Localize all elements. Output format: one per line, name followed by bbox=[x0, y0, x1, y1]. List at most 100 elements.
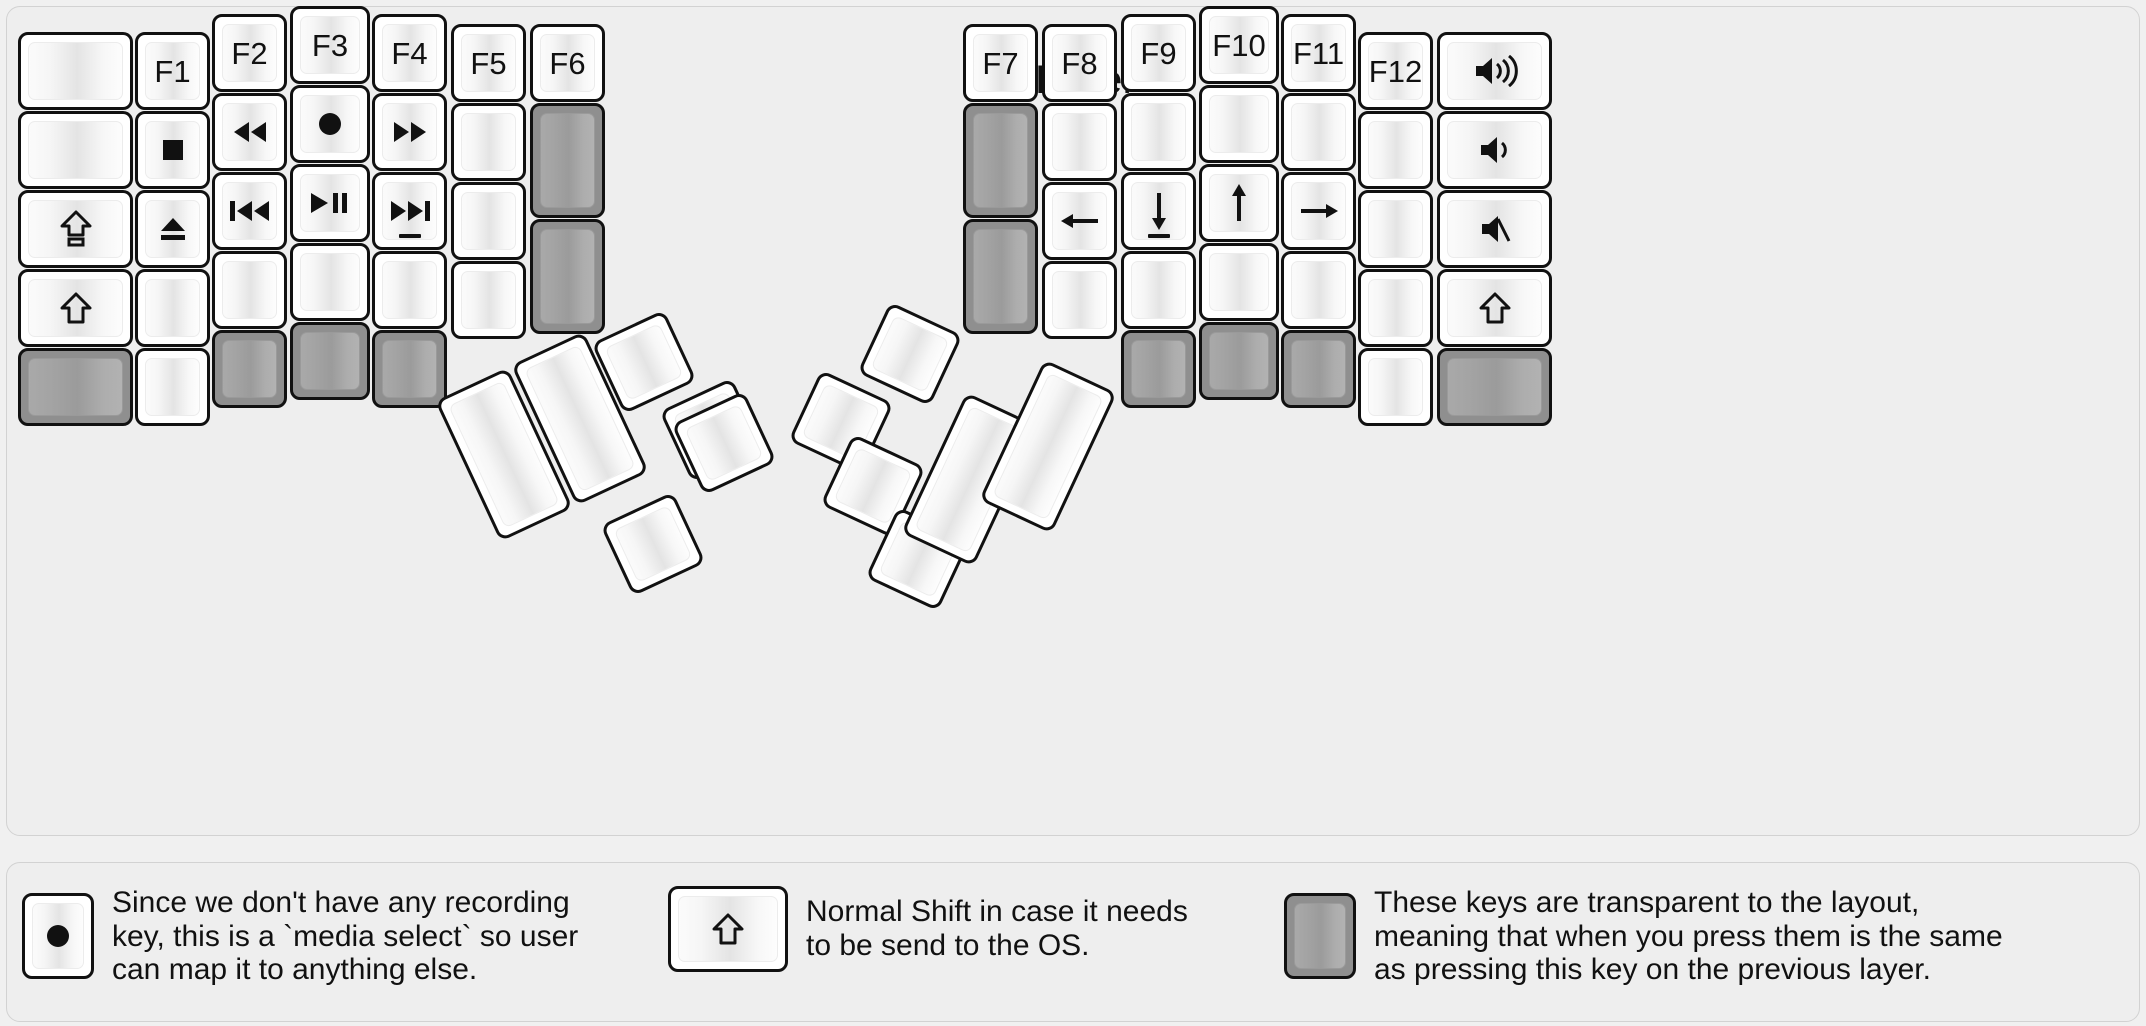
right-col-pinky-outer-key-volume-mute-2[interactable] bbox=[1437, 190, 1552, 268]
left-col-middle-key-media-play-pause-2[interactable] bbox=[290, 164, 370, 242]
left-col-ring-key-media-prev-track-2[interactable] bbox=[212, 172, 287, 250]
keycap bbox=[145, 121, 200, 179]
legend-key-1 bbox=[22, 893, 94, 980]
left-col-inner-key-blank-1[interactable] bbox=[530, 103, 605, 218]
right-col-ring-key-f11-0[interactable]: F11 bbox=[1281, 14, 1356, 92]
legend-text-1: Since we don't have any recording key, t… bbox=[112, 886, 579, 987]
legend-panel bbox=[6, 862, 2140, 1022]
left-col-pinky-key-f1-0[interactable]: F1 bbox=[135, 32, 210, 110]
left-col-index-key-media-next-track-2[interactable] bbox=[372, 172, 447, 250]
right-col-pinky-key-blank-2[interactable] bbox=[1358, 190, 1433, 268]
right-col-middle-key-blank-3[interactable] bbox=[1199, 243, 1279, 321]
keycap bbox=[1131, 261, 1186, 319]
keycap bbox=[222, 182, 277, 240]
record-icon bbox=[43, 921, 73, 951]
media-rewind-icon bbox=[230, 119, 270, 145]
left-col-middle-key-record-1[interactable] bbox=[290, 85, 370, 163]
right-col-pinky-key-blank-4[interactable] bbox=[1358, 348, 1433, 426]
left-col-inner-key-blank-2[interactable] bbox=[530, 219, 605, 334]
left-col-inner-key-f6-0[interactable]: F6 bbox=[530, 24, 605, 102]
left-col-pinky-key-media-stop-1[interactable] bbox=[135, 111, 210, 189]
right-col-middle-key-blank-1[interactable] bbox=[1199, 85, 1279, 163]
right-col-inner-key-blank-1[interactable] bbox=[963, 103, 1038, 218]
left-col-pinky-outer-key-blank-4[interactable] bbox=[18, 348, 133, 426]
arrow-right-icon bbox=[1298, 198, 1340, 224]
left-col-ring-key-f2-0[interactable]: F2 bbox=[212, 14, 287, 92]
left-col-index-inner-key-blank-1[interactable] bbox=[451, 103, 526, 181]
left-col-middle-key-blank-4[interactable] bbox=[290, 322, 370, 400]
keycap: F12 bbox=[1368, 42, 1423, 100]
left-col-pinky-outer-key-caps-lock-2[interactable] bbox=[18, 190, 133, 268]
right-col-index-key-arrow-down-2[interactable] bbox=[1121, 172, 1196, 250]
keycap bbox=[1368, 200, 1423, 258]
right-col-index-inner-key-blank-3[interactable] bbox=[1042, 261, 1117, 339]
keycap bbox=[678, 896, 778, 962]
keycap bbox=[973, 229, 1028, 324]
right-col-index-key-f9-0[interactable]: F9 bbox=[1121, 14, 1196, 92]
left-col-middle-key-blank-3[interactable] bbox=[290, 243, 370, 321]
keycap bbox=[1052, 271, 1107, 329]
left-col-index-key-blank-3[interactable] bbox=[372, 251, 447, 329]
right-col-inner-key-blank-2[interactable] bbox=[963, 219, 1038, 334]
key-label: F10 bbox=[1212, 27, 1266, 63]
right-col-ring-key-blank-4[interactable] bbox=[1281, 330, 1356, 408]
left-col-pinky-outer-key-blank-0[interactable] bbox=[18, 32, 133, 110]
keycap bbox=[32, 903, 84, 970]
right-col-index-key-blank-1[interactable] bbox=[1121, 93, 1196, 171]
left-col-index-inner-key-f5-0[interactable]: F5 bbox=[451, 24, 526, 102]
left-col-index-key-f4-0[interactable]: F4 bbox=[372, 14, 447, 92]
left-col-pinky-outer-key-blank-1[interactable] bbox=[18, 111, 133, 189]
key-label: F8 bbox=[1061, 45, 1098, 81]
right-col-index-key-blank-4[interactable] bbox=[1121, 330, 1196, 408]
keycap bbox=[1209, 95, 1269, 153]
keycap bbox=[382, 182, 437, 240]
right-col-index-inner-key-blank-1[interactable] bbox=[1042, 103, 1117, 181]
right-col-pinky-key-blank-1[interactable] bbox=[1358, 111, 1433, 189]
key-label: F9 bbox=[1140, 35, 1177, 71]
left-col-ring-key-media-rewind-1[interactable] bbox=[212, 93, 287, 171]
right-col-inner-key-f7-0[interactable]: F7 bbox=[963, 24, 1038, 102]
keycap bbox=[1447, 358, 1542, 416]
keycap bbox=[300, 332, 360, 390]
left-col-index-key-blank-4[interactable] bbox=[372, 330, 447, 408]
left-col-pinky-key-blank-4[interactable] bbox=[135, 348, 210, 426]
right-col-pinky-outer-key-blank-4[interactable] bbox=[1437, 348, 1552, 426]
arrow-left-icon bbox=[1059, 208, 1101, 234]
keycap bbox=[145, 200, 200, 258]
right-col-index-key-blank-3[interactable] bbox=[1121, 251, 1196, 329]
right-col-ring-key-blank-1[interactable] bbox=[1281, 93, 1356, 171]
homing-bar bbox=[1147, 234, 1170, 238]
left-col-pinky-outer-key-shift-3[interactable] bbox=[18, 269, 133, 347]
left-col-ring-key-blank-3[interactable] bbox=[212, 251, 287, 329]
media-eject-icon bbox=[156, 214, 190, 244]
left-col-index-inner-key-blank-2[interactable] bbox=[451, 182, 526, 260]
right-col-index-inner-key-arrow-left-2[interactable] bbox=[1042, 182, 1117, 260]
arrow-up-icon bbox=[1226, 182, 1252, 224]
left-col-pinky-key-blank-3[interactable] bbox=[135, 269, 210, 347]
keycap bbox=[300, 253, 360, 311]
right-col-middle-key-blank-4[interactable] bbox=[1199, 322, 1279, 400]
left-col-middle-key-f3-0[interactable]: F3 bbox=[290, 6, 370, 84]
left-col-index-inner-key-blank-3[interactable] bbox=[451, 261, 526, 339]
legend-key-2 bbox=[668, 886, 788, 972]
right-col-ring-key-blank-3[interactable] bbox=[1281, 251, 1356, 329]
left-col-pinky-key-media-eject-2[interactable] bbox=[135, 190, 210, 268]
right-col-index-inner-key-f8-0[interactable]: F8 bbox=[1042, 24, 1117, 102]
right-col-pinky-key-blank-3[interactable] bbox=[1358, 269, 1433, 347]
shift-icon bbox=[59, 291, 93, 325]
right-col-ring-key-arrow-right-2[interactable] bbox=[1281, 172, 1356, 250]
right-col-pinky-outer-key-volume-up-0[interactable] bbox=[1437, 32, 1552, 110]
right-col-pinky-outer-key-volume-down-1[interactable] bbox=[1437, 111, 1552, 189]
right-col-middle-key-arrow-up-2[interactable] bbox=[1199, 164, 1279, 242]
keycap bbox=[300, 95, 360, 153]
keycap bbox=[1291, 340, 1346, 398]
right-col-pinky-outer-key-shift-3[interactable] bbox=[1437, 269, 1552, 347]
right-col-pinky-key-f12-0[interactable]: F12 bbox=[1358, 32, 1433, 110]
left-col-ring-key-blank-4[interactable] bbox=[212, 330, 287, 408]
keycap bbox=[1209, 332, 1269, 390]
key-label: F2 bbox=[231, 35, 268, 71]
left-col-index-key-media-fast-forward-1[interactable] bbox=[372, 93, 447, 171]
keycap: F1 bbox=[145, 42, 200, 100]
right-col-middle-key-f10-0[interactable]: F10 bbox=[1199, 6, 1279, 84]
keycap: F4 bbox=[382, 24, 437, 82]
